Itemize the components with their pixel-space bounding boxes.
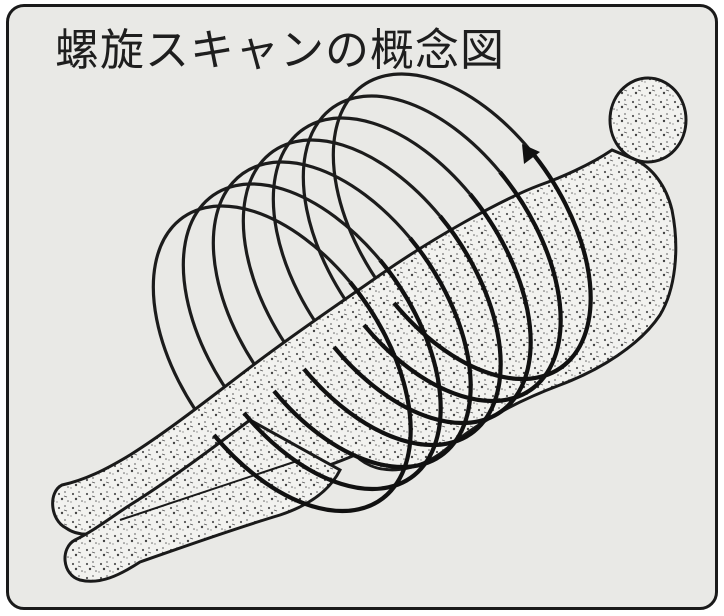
diagram-title: 螺旋スキャンの概念図 bbox=[55, 25, 505, 76]
body-silhouette bbox=[51, 76, 688, 583]
spiral-arrowhead bbox=[522, 144, 540, 164]
body-leg-right bbox=[63, 418, 342, 583]
spiral-rings-front bbox=[212, 148, 593, 514]
spiral-rings-back bbox=[151, 72, 532, 437]
body-head bbox=[608, 76, 688, 164]
